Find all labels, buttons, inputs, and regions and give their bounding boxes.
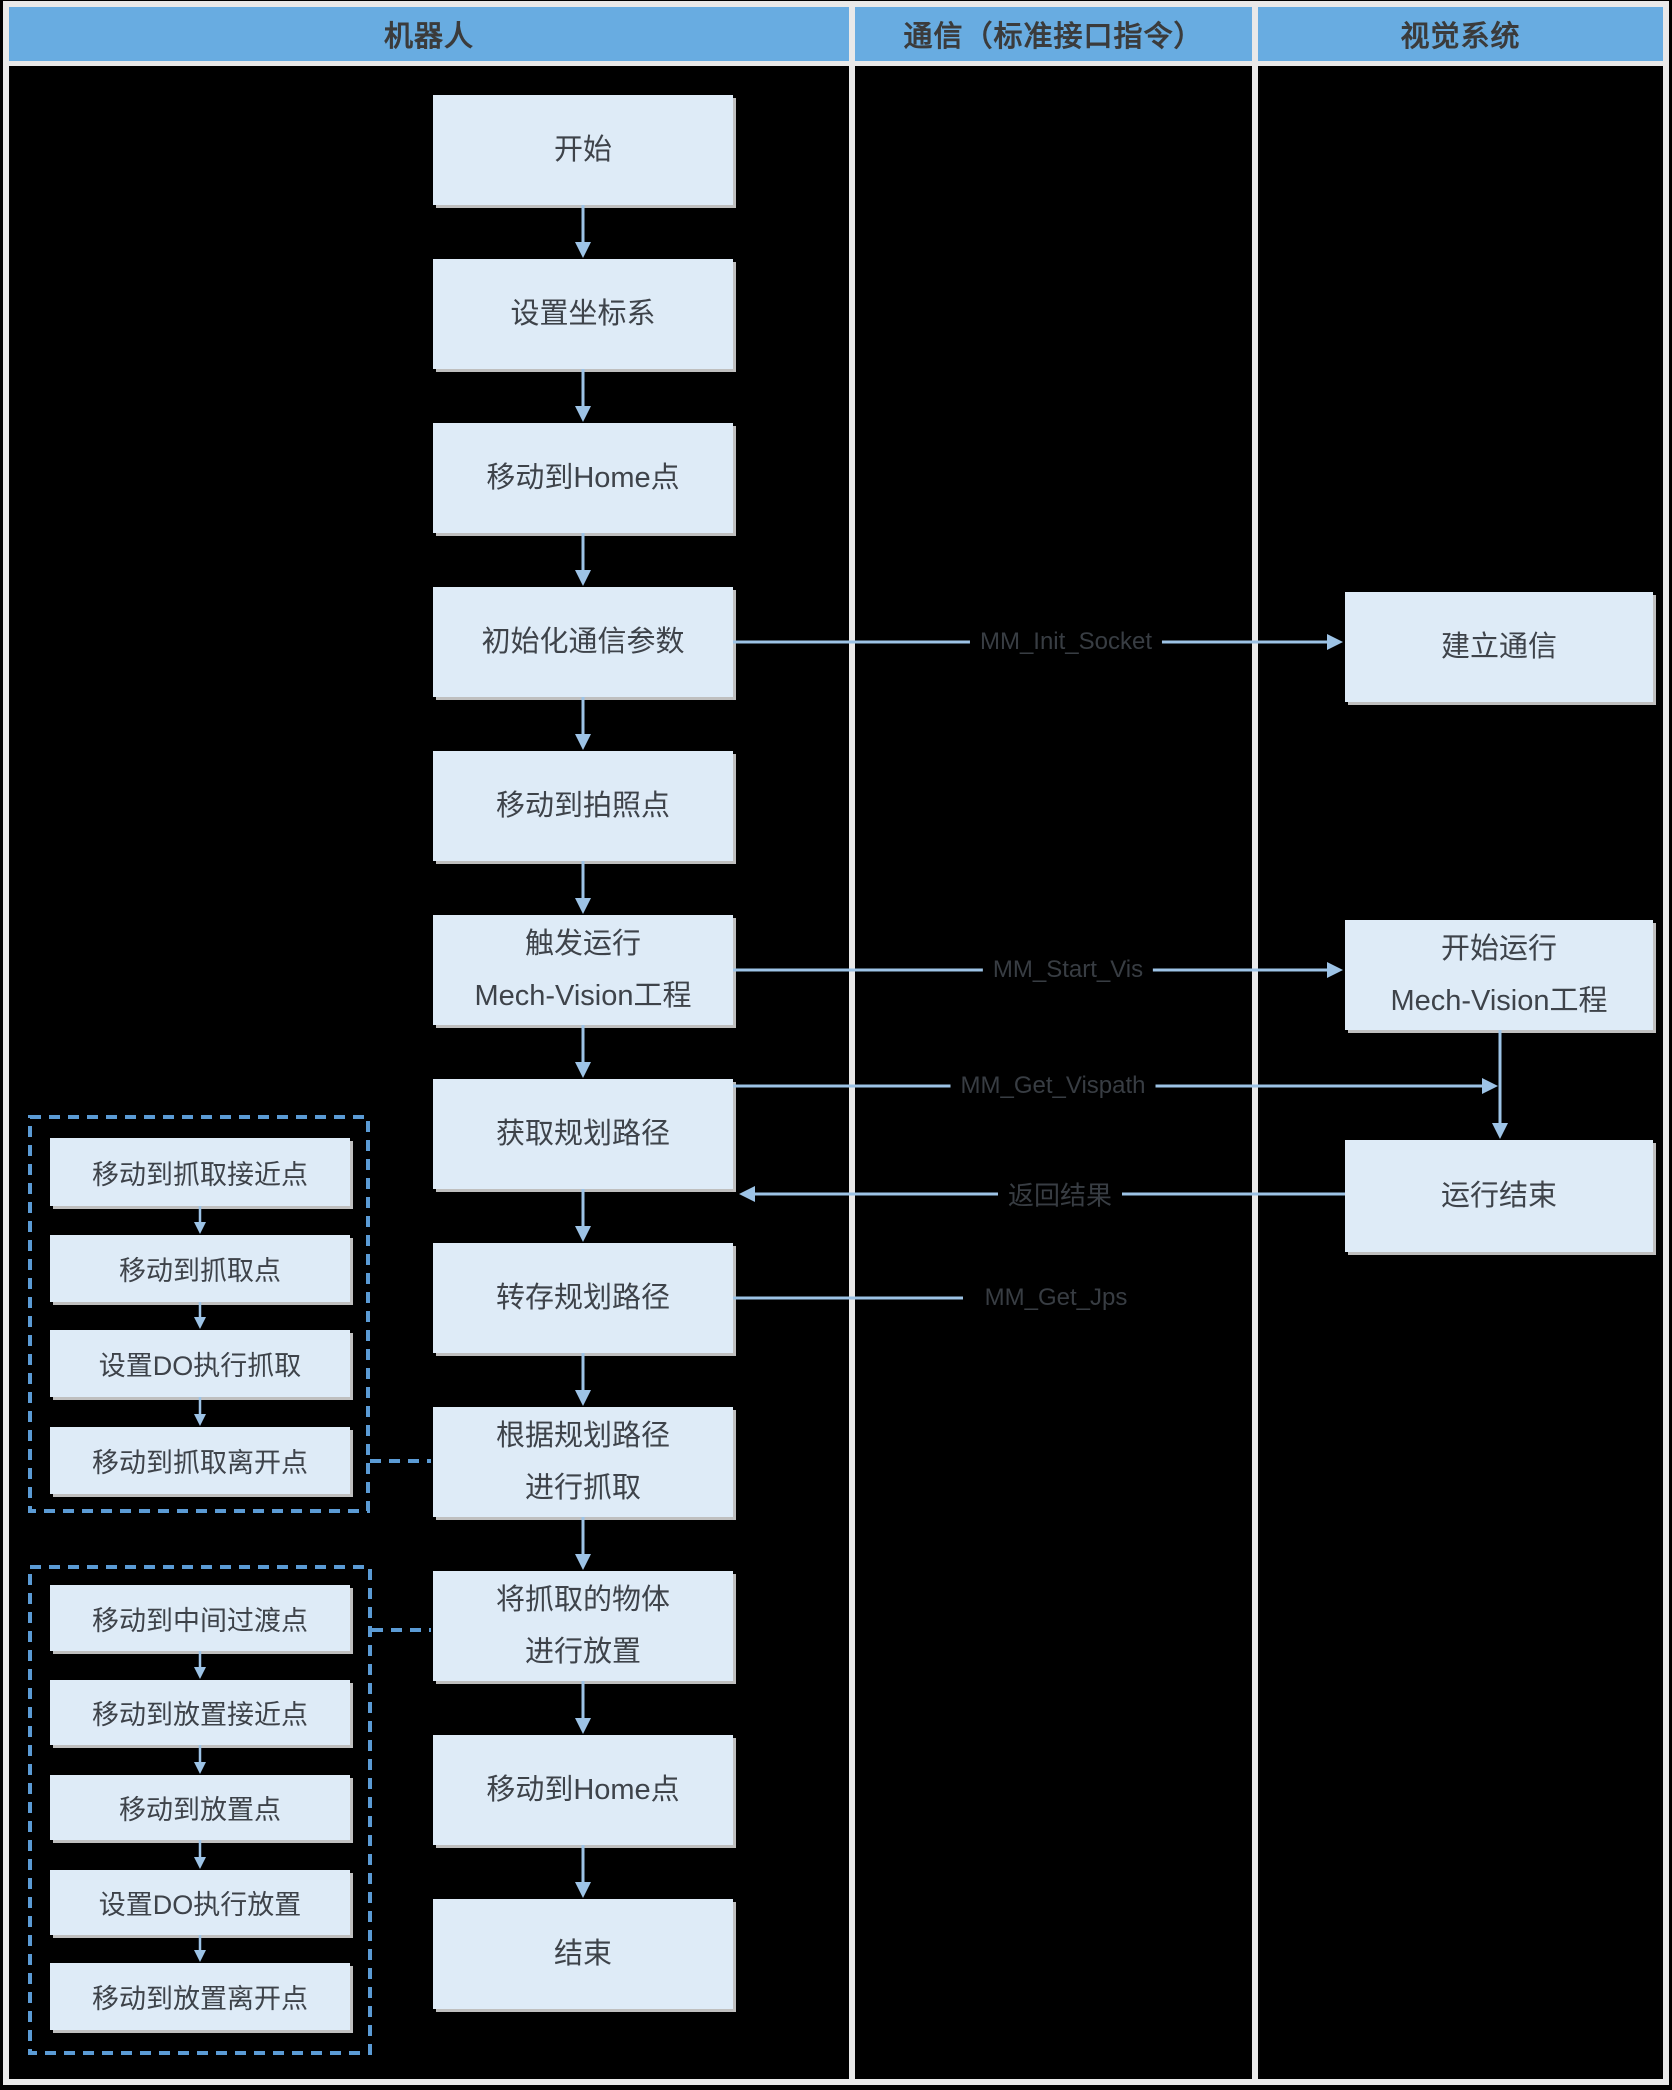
- place-step-intermediate-point: 移动到中间过渡点: [50, 1585, 350, 1651]
- lane-header-robot-label: 机器人: [383, 21, 474, 53]
- flow-box-grasp-by-path: 根据规划路径 进行抓取: [433, 1407, 733, 1517]
- grasp-step-set-do-grasp: 设置DO执行抓取: [50, 1330, 350, 1397]
- lane-header-robot: 机器人: [9, 7, 849, 61]
- connector-label-mm-get-vispath: MM_Get_Vispath: [950, 1069, 1156, 1103]
- lane-header-communication: 通信（标准接口指令）: [855, 7, 1252, 61]
- column-divider-1: [849, 7, 855, 2079]
- flow-box-move-home-2: 移动到Home点: [433, 1735, 733, 1845]
- flow-box-start: 开始: [433, 95, 733, 205]
- flow-box-get-planned-path: 获取规划路径: [433, 1079, 733, 1189]
- lane-header-vision: 视觉系统: [1258, 7, 1663, 61]
- flow-box-place-object: 将抓取的物体 进行放置: [433, 1571, 733, 1681]
- header-separator-line: [3, 61, 1669, 66]
- connector-label-return-result: 返回结果: [997, 1172, 1123, 1216]
- frame-border-right: [1663, 1, 1669, 2085]
- place-step-leave-point: 移动到放置离开点: [50, 1963, 350, 2030]
- column-divider-2: [1252, 7, 1258, 2079]
- connector-label-mm-start-vis: MM_Start_Vis: [982, 953, 1154, 987]
- flow-box-set-coordinate-system: 设置坐标系: [433, 259, 733, 369]
- connector-label-mm-init-socket: MM_Init_Socket: [969, 625, 1163, 659]
- flow-box-init-communication: 初始化通信参数: [433, 587, 733, 697]
- frame-border-bottom: [3, 2079, 1669, 2085]
- place-step-approach-point: 移动到放置接近点: [50, 1680, 350, 1745]
- place-step-place-point: 移动到放置点: [50, 1775, 350, 1840]
- flow-box-establish-communication: 建立通信: [1345, 592, 1653, 702]
- frame-border-left: [3, 1, 9, 2085]
- flow-box-start-mech-vision: 开始运行 Mech-Vision工程: [1345, 920, 1653, 1030]
- grasp-step-leave-point: 移动到抓取离开点: [50, 1427, 350, 1494]
- grasp-step-grasp-point: 移动到抓取点: [50, 1235, 350, 1302]
- lane-header-vision-label: 视觉系统: [1400, 21, 1521, 53]
- flow-box-store-planned-path: 转存规划路径: [433, 1243, 733, 1353]
- flow-box-move-capture-point: 移动到拍照点: [433, 751, 733, 861]
- flow-box-trigger-mech-vision: 触发运行 Mech-Vision工程: [433, 915, 733, 1025]
- frame-border-top: [3, 1, 1669, 7]
- flow-box-run-finished: 运行结束: [1345, 1140, 1653, 1252]
- lane-header-communication-label: 通信（标准接口指令）: [903, 21, 1204, 53]
- flow-box-end: 结束: [433, 1899, 733, 2009]
- connector-label-mm-get-jps: MM_Get_Jps: [974, 1281, 1138, 1315]
- grasp-step-approach-point: 移动到抓取接近点: [50, 1138, 350, 1206]
- place-step-set-do-place: 设置DO执行放置: [50, 1870, 350, 1935]
- flow-box-move-home-1: 移动到Home点: [433, 423, 733, 533]
